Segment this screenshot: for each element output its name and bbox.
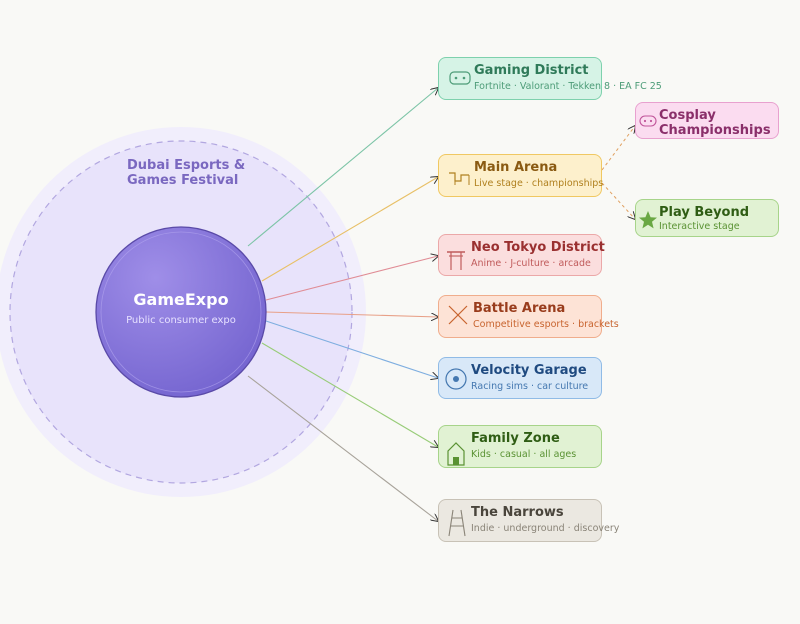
connector-play-beyond <box>601 182 635 219</box>
zone-title: Neo Tokyo District <box>471 240 605 255</box>
hub-subtitle: Public consumer expo <box>126 315 236 326</box>
hub-title: GameExpo <box>133 290 229 309</box>
zone-title: Battle Arena <box>473 301 566 316</box>
festival-label-line1: Dubai Esports & <box>127 158 246 173</box>
subzone-title: Cosplay Championships <box>659 108 771 138</box>
zone-title: Gaming District <box>474 63 589 78</box>
zone-gaming-district[interactable]: Gaming District Fortnite · Valorant · Te… <box>438 57 662 100</box>
subzone-title: Play Beyond <box>659 205 750 220</box>
zone-subtitle: Racing sims · car culture <box>471 381 589 392</box>
zone-the-narrows[interactable]: The Narrows Indie · underground · discov… <box>438 499 619 542</box>
zone-subtitle: Live stage · championships <box>474 178 604 189</box>
crossed-swords-icon <box>448 305 468 325</box>
zone-subtitle: Competitive esports · brackets <box>473 319 619 330</box>
festival-label-line2: Games Festival <box>127 173 239 188</box>
festival-label: Dubai Esports & Games Festival <box>127 158 245 188</box>
subzone-title-line1: Cosplay <box>659 108 716 123</box>
gameexpo-hub[interactable] <box>95 226 267 398</box>
stage-icon <box>449 172 470 185</box>
gamepad-icon <box>449 71 471 85</box>
subzone-title-line2: Championships <box>659 123 771 138</box>
torii-icon <box>447 251 465 270</box>
connector-velocity <box>265 320 438 378</box>
zone-main-arena[interactable]: Main Arena Live stage · championships <box>438 154 604 197</box>
connector-neotokyo <box>265 256 438 301</box>
ladder-icon <box>448 509 466 537</box>
zone-title: Family Zone <box>471 431 560 446</box>
zone-subtitle: Fortnite · Valorant · Tekken 8 · EA FC 2… <box>474 81 662 92</box>
connector-narrows <box>247 375 438 521</box>
subzone-subtitle: Interactive stage <box>659 221 740 232</box>
connector-battle <box>265 311 438 317</box>
zone-title: Velocity Garage <box>471 363 587 378</box>
zone-title: The Narrows <box>471 505 564 520</box>
connector-cosplay <box>601 126 635 171</box>
subzone-cosplay-championships[interactable]: Cosplay Championships <box>635 102 779 139</box>
zone-subtitle: Indie · underground · discovery <box>471 523 620 534</box>
connector-gaming <box>247 88 438 247</box>
subzone-play-beyond[interactable]: Play Beyond Interactive stage <box>635 199 779 237</box>
gameexpo-hub-inner-ring <box>100 231 262 393</box>
zone-neo-tokyo-district[interactable]: Neo Tokyo District Anime · J-culture · a… <box>438 234 605 276</box>
zone-subtitle: Anime · J-culture · arcade <box>471 258 591 269</box>
zone-battle-arena[interactable]: Battle Arena Competitive esports · brack… <box>438 295 619 338</box>
house-icon <box>447 442 465 466</box>
zone-velocity-garage[interactable]: Velocity Garage Racing sims · car cultur… <box>438 357 602 399</box>
zone-family-zone[interactable]: Family Zone Kids · casual · all ages <box>438 425 602 468</box>
zone-title: Main Arena <box>474 160 558 175</box>
steering-wheel-icon <box>445 368 467 390</box>
mask-icon <box>639 115 657 127</box>
zone-subtitle: Kids · casual · all ages <box>471 449 577 460</box>
connector-family <box>261 342 438 447</box>
star-icon <box>639 211 657 229</box>
connector-main <box>261 177 438 282</box>
